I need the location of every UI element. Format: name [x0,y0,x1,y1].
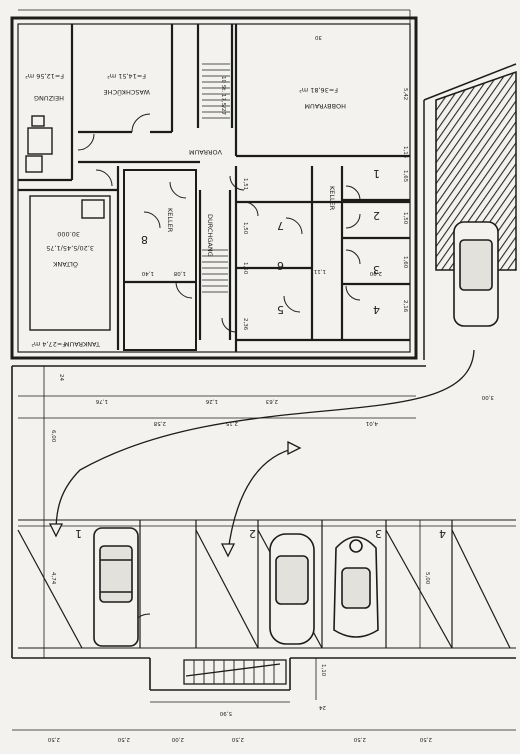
ramp-hatch [423,63,517,360]
hobbyraum-label: HOBBYRAUM [304,102,346,110]
dim-474: 4,74 [50,572,56,585]
dim-258: 2,58 [153,420,166,426]
parking-number-3: 3 [375,527,382,540]
dim-140: 1,40 [141,270,154,276]
driving-arrows [48,349,475,558]
keller-left-label: KELLER [166,208,174,233]
dim-250-d: 2,50 [353,736,366,742]
dim-250-a: 2,50 [47,736,60,742]
dim-401: 4,01 [366,420,378,426]
lower-stairs [183,659,287,685]
waschkueche-label: WASCHKÜCHE [104,88,150,97]
room-labels: HEIZUNG F=12,56 m² WASCHKÜCHE F=14,51 m²… [25,72,346,348]
dim-165: 1,65 [402,170,408,183]
parking-numbers: 1 2 3 4 [75,527,446,540]
cellar-number-6: 6 [277,259,284,272]
dim-600: 6,00 [50,430,56,443]
tankraum-area: F=27,4 m² [31,340,66,348]
heizung-area: F=12,56 m² [25,72,64,80]
car-left [93,527,139,647]
door-swings [77,113,361,637]
heizung-label: HEIZUNG [34,94,64,102]
dim-500: 5,00 [424,572,430,585]
oeltank-dims: 3,20/5,45/1,75 [46,244,94,252]
driveway [11,365,516,691]
dim-150c: 1,50 [242,262,248,275]
dim-24-b: 24 [319,704,326,710]
dim-126: 1,26 [205,398,218,404]
hobbyraum-area: F=36,81 m² [299,86,338,94]
dim-110: 1,10 [320,664,326,677]
tankraum-label: TANKRAUM [64,340,101,348]
upper-stairs [202,63,230,119]
oil-tank [29,195,111,331]
parking-number-2: 2 [249,527,256,540]
parking-bays [17,520,511,649]
cellar-number-2: 2 [373,209,380,222]
dim-150b: 1,50 [242,222,248,235]
dimension-lines [12,9,516,731]
car-middle [269,533,315,645]
waschkueche-area: F=14,51 m² [107,72,146,80]
car-right [333,536,379,638]
oeltank-label: ÖLTANK [52,260,78,269]
dim-236: 2,36 [242,318,248,331]
dim-115: 1,15 [402,146,408,159]
cellar-number-4: 4 [373,303,380,316]
dim-200: 2,00 [171,736,184,742]
vorraum-label: VORRAUM [189,148,222,156]
dim-590: 5,90 [219,710,232,716]
dim-176: 1,76 [95,398,108,404]
cellar-number-3: 3 [373,263,380,276]
dim-290: 2,90 [369,270,382,276]
cellar-number-7: 7 [277,219,284,232]
cellar-numbers: 1 2 3 4 5 6 7 8 [141,167,380,316]
dim-215: 2,15 [225,420,238,426]
cellar-number-8: 8 [141,233,148,246]
dim-250-e: 2,50 [419,736,432,742]
dim-24-a: 24 [58,374,64,381]
dim-250-b: 2,50 [117,736,130,742]
parking-number-1: 1 [75,527,82,540]
car-ramp [453,221,499,327]
heater [25,115,53,173]
durchgang-label: DURCHGANG [206,214,214,257]
dim-300: 3,00 [481,394,494,400]
interior-walls [18,24,410,352]
dim-108: 1,08 [173,270,186,276]
parking-number-4: 4 [439,527,446,540]
dim-250-c: 2,50 [231,736,244,742]
oeltank-volume: 30.000 [57,230,80,238]
dim-542: 5,42 [402,88,408,100]
dim-216: 2,16 [402,300,408,313]
dimension-labels: 30 5,42 1,15 1,65 1,50 1,60 2,16 1,11 2,… [47,34,494,742]
cellar-number-1: 1 [373,167,380,180]
dim-111: 1,11 [314,268,326,274]
dim-150: 1,50 [402,212,408,225]
stairs-label: 10 St. 17,5/27 [220,76,226,115]
dim-160: 1,60 [402,256,408,269]
cellar-number-5: 5 [277,303,284,316]
keller-right-label: KELLER [328,186,336,211]
dim-30: 30 [315,34,322,40]
middle-stairs [202,249,228,293]
dim-151: 1,51 [242,178,248,190]
dim-263: 2,63 [265,398,278,404]
